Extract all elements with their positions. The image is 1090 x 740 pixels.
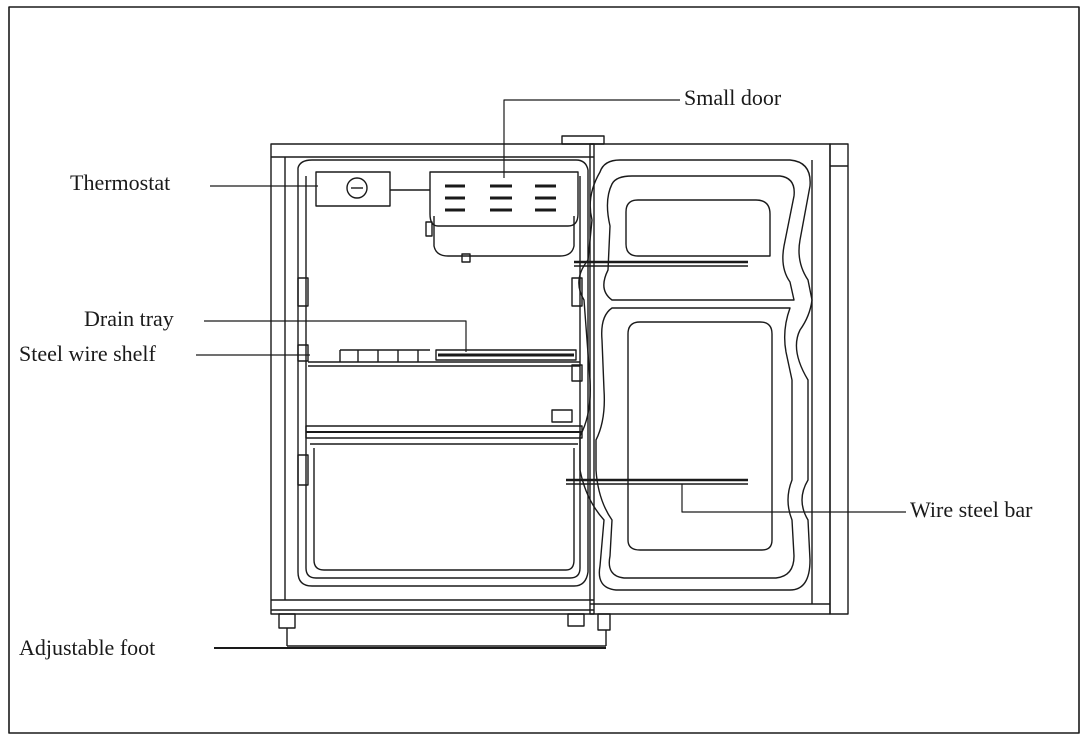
small-door xyxy=(425,171,579,263)
open-door xyxy=(566,143,849,615)
feet xyxy=(278,613,611,647)
label-small-door: Small door xyxy=(684,85,782,110)
leader-drain-tray xyxy=(204,320,467,352)
steel-wire-shelf xyxy=(308,361,580,367)
drain-tray xyxy=(339,349,577,362)
leader-small-door xyxy=(503,99,680,178)
top-hinge xyxy=(561,135,605,145)
cabinet-body xyxy=(270,143,595,615)
label-thermostat: Thermostat xyxy=(70,170,171,195)
label-adjustable-foot: Adjustable foot xyxy=(19,635,156,660)
label-drain-tray: Drain tray xyxy=(84,306,174,331)
thermostat xyxy=(315,171,430,207)
outer-frame xyxy=(8,6,1080,734)
label-steel-wire-shelf: Steel wire shelf xyxy=(19,341,156,366)
lower-shelf xyxy=(305,425,583,571)
label-wire-steel-bar: Wire steel bar xyxy=(910,497,1033,522)
leader-wire-steel-bar xyxy=(681,484,906,513)
leader-lines xyxy=(196,99,906,649)
